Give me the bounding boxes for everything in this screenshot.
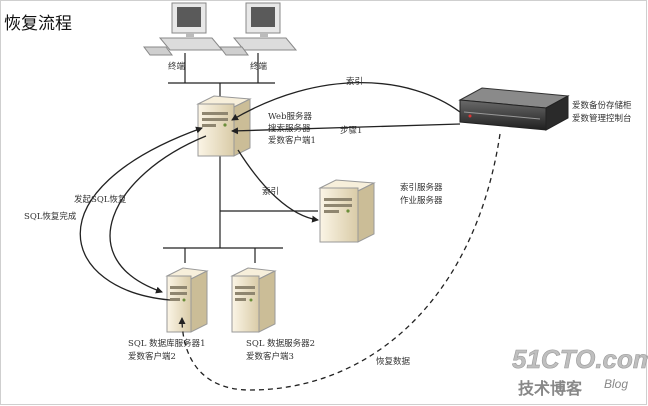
index-server-icon — [318, 179, 376, 243]
terminal-2-icon — [219, 2, 298, 56]
diagram-title: 恢复流程 — [4, 14, 72, 34]
sql-server-1-label: SQL 数据库服务器1 爱数客户端2 — [128, 338, 206, 362]
sql-restore-done-flow — [79, 126, 203, 301]
sql-server-2-label: SQL 数据服务器2 爱数客户端3 — [246, 338, 315, 362]
flow-label-restore-data: 恢复数据 — [376, 356, 411, 367]
backup-storage-rack-icon — [458, 87, 570, 131]
svg-text:SQL 数据库服务器1: SQL 数据库服务器1 — [128, 338, 206, 349]
web-server-icon — [196, 95, 252, 157]
flow-label-index-top: 索引 — [346, 76, 363, 87]
index-lookup-flow — [237, 149, 319, 223]
terminal-1-label: 终端 — [168, 61, 186, 72]
sql-server-1-icon — [165, 267, 209, 333]
network-wiring — [163, 53, 318, 263]
storage-label: 爱数备份存储柜 爱数管理控制台 — [572, 100, 632, 124]
flow-label-index-mid: 索引 — [262, 186, 279, 197]
index-server-label: 索引服务器 作业服务器 — [400, 182, 443, 206]
svg-text:索引服务器: 索引服务器 — [400, 182, 443, 193]
flow-label-sql-restore-done: SQL恢复完成 — [24, 211, 77, 222]
terminal-2-label: 终端 — [250, 61, 268, 72]
svg-text:SQL 数据服务器2: SQL 数据服务器2 — [246, 338, 315, 349]
svg-text:Blog: Blog — [604, 377, 628, 391]
svg-text:Web服务器: Web服务器 — [268, 111, 313, 122]
svg-text:爱数备份存储柜: 爱数备份存储柜 — [572, 100, 632, 111]
svg-text:51CTO.com: 51CTO.com — [512, 344, 648, 374]
initiate-sql-restore-flow — [109, 135, 207, 294]
svg-text:爱数客户端3: 爱数客户端3 — [246, 351, 294, 362]
svg-text:作业服务器: 作业服务器 — [400, 195, 443, 206]
flow-label-initiate-sql-restore: 发起SQL恢复 — [74, 194, 127, 205]
terminal-1-icon — [143, 2, 224, 56]
svg-text:爱数管理控制台: 爱数管理控制台 — [572, 113, 632, 124]
web-server-label: Web服务器 搜索服务器 爱数客户端1 — [268, 111, 316, 146]
index-request-flow — [231, 81, 461, 121]
sql-server-2-icon — [230, 267, 277, 333]
step1-flow — [231, 123, 461, 135]
flow-label-step1: 步骤1 — [340, 126, 362, 136]
svg-text:技术博客: 技术博客 — [518, 379, 583, 398]
svg-text:搜索服务器: 搜索服务器 — [268, 123, 311, 134]
watermark-logo: 51CTO.com 技术博客 Blog — [512, 344, 648, 398]
svg-text:爱数客户端2: 爱数客户端2 — [128, 351, 176, 362]
restore-data-flow — [178, 133, 501, 391]
svg-text:爱数客户端1: 爱数客户端1 — [268, 135, 316, 146]
